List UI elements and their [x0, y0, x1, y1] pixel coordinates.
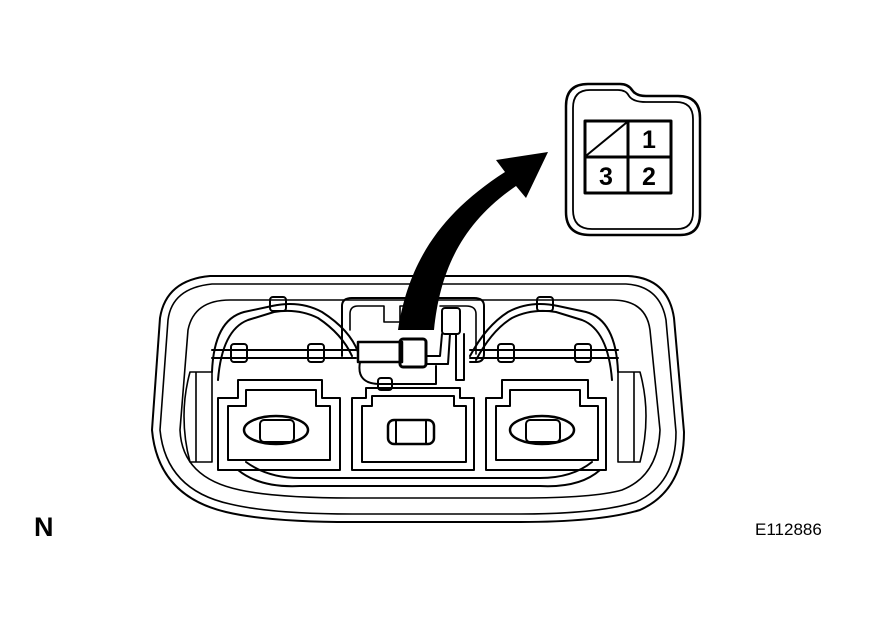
pin-number-3: 3: [599, 163, 613, 191]
connector-lead: [358, 333, 451, 385]
connector-mount: [341, 297, 485, 363]
horizontal-wire-right: [469, 349, 619, 359]
connector-housing-inner: [572, 89, 694, 230]
wire-clip: [307, 343, 325, 363]
bulb-bay-right: [485, 379, 607, 471]
wire-clip: [269, 296, 287, 312]
empty-cavity-slash: [586, 122, 627, 156]
horizontal-wire-left: [211, 349, 357, 359]
bulb-bay-left: [217, 379, 341, 471]
lamp-housing-inner-rim: [159, 283, 677, 515]
wire-clip: [497, 343, 515, 363]
lamp-connector-mate: [441, 307, 461, 335]
lamp-connector-lock: [398, 337, 428, 369]
right-end-clip: [617, 371, 647, 463]
wire-clip: [230, 343, 248, 363]
lower-wire-loop: [237, 461, 601, 488]
bulb-bay-center: [351, 387, 475, 471]
corner-letter: N: [34, 512, 54, 542]
pin-number-2: 2: [642, 163, 656, 191]
left-end-clip: [183, 371, 213, 463]
figure-code: E112886: [755, 520, 822, 539]
right-upper-wire: [469, 303, 619, 373]
wire-clip: [574, 343, 592, 363]
bulb-right: [508, 414, 576, 446]
connector-face: [564, 82, 702, 237]
connector-housing-outer: [564, 82, 702, 237]
bulb-left-glass: [259, 419, 295, 443]
bulb-left: [242, 414, 310, 446]
callout-arrow: [398, 152, 548, 330]
lamp-connector-body: [356, 340, 404, 364]
connector-lead-2: [455, 333, 465, 381]
bulb-center: [386, 418, 436, 446]
connector-mount-inner: [349, 305, 477, 355]
lamp-housing-outer: [151, 275, 685, 523]
bulb-right-glass: [525, 419, 561, 443]
room-lamp-assembly: [151, 275, 685, 523]
left-upper-wire-2: [217, 309, 353, 381]
lamp-inner-panel: [179, 299, 661, 499]
left-upper-wire: [211, 303, 359, 373]
pin-number-1: 1: [642, 126, 656, 154]
wire-clip: [536, 296, 554, 312]
